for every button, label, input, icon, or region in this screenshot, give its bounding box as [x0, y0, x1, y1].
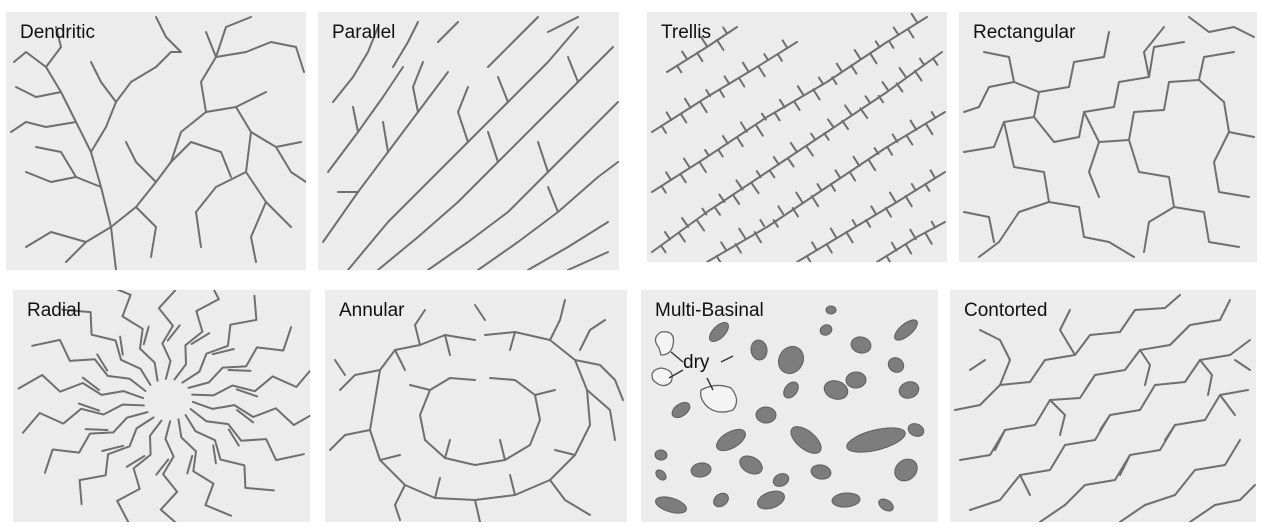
lake-blob — [654, 449, 667, 460]
lake-blob — [654, 494, 689, 517]
parallel-drawing — [318, 12, 619, 270]
radial-label: Radial — [27, 300, 81, 322]
lake-blob — [690, 462, 712, 479]
lake-blob — [826, 306, 836, 314]
lake-blob — [786, 422, 825, 459]
lake-blob — [877, 496, 896, 513]
lake-blob — [771, 471, 791, 489]
lake-blob — [711, 490, 731, 509]
lake-blob — [891, 316, 920, 343]
annular-drawing — [325, 290, 627, 522]
dry-lake-1 — [655, 332, 673, 355]
lake-blob — [832, 492, 861, 508]
lake-blob — [897, 379, 921, 401]
parallel-panel: Parallel — [318, 12, 619, 270]
lake-blob — [810, 463, 832, 481]
lake-blob — [906, 421, 925, 438]
lake-blob — [890, 455, 921, 486]
lake-blob — [885, 355, 906, 376]
lake-blob — [818, 323, 833, 337]
contorted-drawing — [950, 290, 1256, 522]
annular-panel: Annular — [325, 290, 627, 522]
trellis-label: Trellis — [661, 22, 711, 44]
rectangular-drawing — [959, 12, 1257, 262]
lake-blob — [846, 371, 867, 388]
lake-blob — [706, 319, 731, 344]
rectangular-panel: Rectangular — [959, 12, 1257, 262]
dendritic-drawing — [6, 12, 306, 270]
lake-blob — [844, 423, 907, 457]
lake-blob — [756, 407, 777, 424]
multibasinal-label: Multi-Basinal — [655, 300, 764, 322]
dendritic-panel: Dendritic — [6, 12, 306, 270]
lake-blob — [781, 379, 802, 401]
lake-blob — [713, 425, 749, 455]
dry-annotation: dry — [683, 352, 709, 374]
dendritic-label: Dendritic — [20, 22, 95, 44]
lake-blob — [755, 488, 787, 513]
lake-blob — [849, 335, 872, 355]
parallel-label: Parallel — [332, 22, 395, 44]
contorted-label: Contorted — [964, 300, 1047, 322]
dry-lake-3 — [701, 385, 737, 412]
trellis-panel: Trellis — [647, 12, 947, 262]
multibasinal-drawing — [641, 290, 938, 522]
lake-blob — [654, 468, 668, 482]
dry-lake-2 — [652, 368, 672, 386]
lake-blob — [750, 339, 769, 361]
multibasinal-panel: Multi-Basinal dry — [641, 290, 938, 522]
rectangular-label: Rectangular — [973, 22, 1075, 44]
lake-blob — [737, 452, 766, 477]
lake-blob — [774, 342, 809, 378]
radial-drawing — [13, 290, 310, 522]
lake-blob — [669, 399, 692, 420]
trellis-drawing — [647, 12, 947, 262]
contorted-panel: Contorted — [950, 290, 1256, 522]
radial-panel: Radial — [13, 290, 310, 522]
annular-label: Annular — [339, 300, 405, 322]
